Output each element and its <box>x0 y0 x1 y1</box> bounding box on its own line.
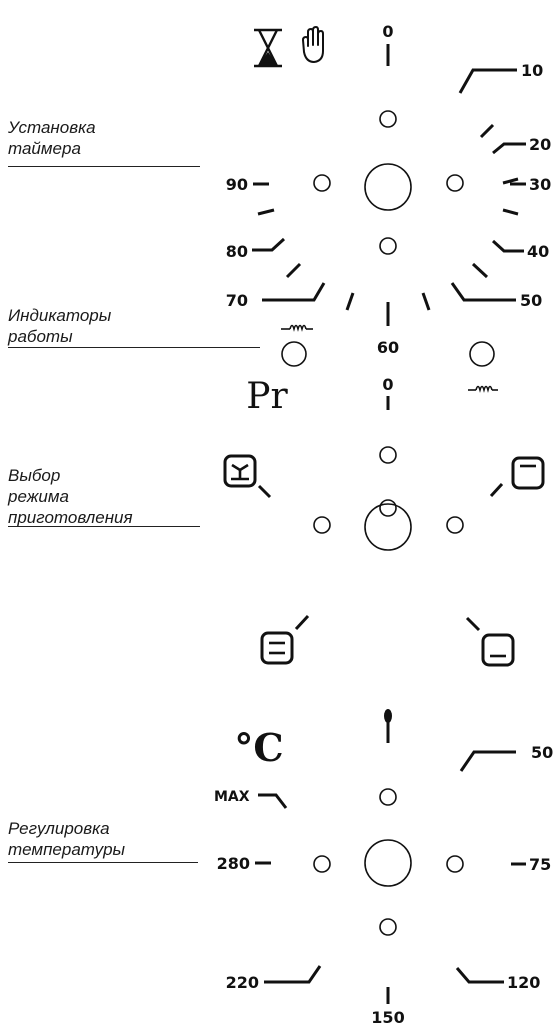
mode-tick-top-bottom-heat <box>294 614 310 631</box>
top-heat-icon <box>511 456 545 490</box>
timer-tick-minor-4 <box>471 262 489 279</box>
timer-tick-20 <box>492 142 526 155</box>
temperature-knob[interactable] <box>364 839 412 887</box>
timer-position-dot-left <box>313 174 331 192</box>
timer-tick-minor-6 <box>345 292 355 311</box>
timer-position-dot-top <box>379 110 397 128</box>
label-indicators-line2: работы <box>8 327 73 346</box>
mode-knob[interactable] <box>364 503 412 551</box>
mode-tick-fan <box>257 484 272 499</box>
timer-label-50: 50 <box>520 291 542 310</box>
temp-position-dot-left <box>313 855 331 873</box>
label-mode-line3: приготовления <box>8 508 133 527</box>
timer-tick-minor-3 <box>502 208 519 216</box>
timer-tick-70 <box>262 282 326 302</box>
timer-tick-10 <box>458 68 517 94</box>
temp-label-max: MAX <box>214 789 250 805</box>
temp-label-120: 120 <box>507 973 540 992</box>
timer-label-40: 40 <box>527 242 549 261</box>
top-bottom-heat-icon <box>260 631 294 665</box>
label-indicators-line1: Индикаторы <box>8 306 112 325</box>
hand-icon <box>302 26 324 63</box>
mode-position-dot-right <box>446 516 464 534</box>
hourglass-icon <box>254 28 282 68</box>
temp-label-150: 150 <box>371 1008 404 1027</box>
timer-tick-minor-5 <box>421 292 431 311</box>
mode-tick-bottom-heat <box>465 616 481 632</box>
temp-label-280: 280 <box>217 854 250 873</box>
label-indicators-underline <box>8 347 260 348</box>
temp-tick-50 <box>459 750 516 772</box>
label-timer-setting: Установка таймера <box>8 117 96 159</box>
timer-tick-minor-2 <box>502 177 519 185</box>
heating-element-icon <box>281 324 313 332</box>
indicator-light-left <box>281 341 307 367</box>
timer-position-dot-bottom <box>379 237 397 255</box>
label-temperature-line1: Регулировка <box>8 819 110 838</box>
mode-position-dot-top <box>379 446 397 464</box>
timer-knob[interactable] <box>364 163 412 211</box>
label-timer-underline <box>8 166 200 167</box>
timer-dial <box>252 44 526 326</box>
label-temperature-line2: температуры <box>8 840 126 859</box>
timer-label-60: 60 <box>377 338 399 357</box>
temp-label-220: 220 <box>226 973 259 992</box>
label-mode-underline <box>8 526 200 527</box>
temp-tick-120 <box>455 967 504 984</box>
temp-position-dot-right <box>446 855 464 873</box>
timer-label-20: 20 <box>529 135 551 154</box>
label-indicators: Индикаторы работы <box>8 305 111 347</box>
timer-label-70: 70 <box>226 291 248 310</box>
indicator-light-right <box>469 341 495 367</box>
timer-tick-50 <box>450 282 516 302</box>
timer-tick-minor-7 <box>285 262 302 279</box>
fan-oven-icon <box>223 454 257 488</box>
temp-position-dot-top <box>379 788 397 806</box>
temp-tick-max <box>258 793 288 809</box>
label-temperature: Регулировка температуры <box>8 818 125 860</box>
mode-position-dot-bottom <box>379 499 397 517</box>
label-temperature-underline <box>8 862 198 863</box>
temp-label-50: 50 <box>531 743 553 762</box>
label-mode-line1: Выбор <box>8 466 61 485</box>
label-timer-line2: таймера <box>8 139 81 158</box>
program-symbol: Pr <box>246 376 288 417</box>
mode-tick-top-heat <box>489 482 504 498</box>
bottom-heat-icon <box>481 633 515 667</box>
timer-label-80: 80 <box>226 242 248 261</box>
temp-position-dot-bottom <box>379 918 397 936</box>
label-mode-line2: режима <box>8 487 69 506</box>
timer-label-90: 90 <box>226 175 248 194</box>
timer-position-dot-right <box>446 174 464 192</box>
mode-position-dot-left <box>313 516 331 534</box>
temp-label-75: 75 <box>529 855 551 874</box>
timer-tick-40 <box>491 239 524 253</box>
label-mode-selection: Выбор режима приготовления <box>8 465 133 528</box>
heating-element-icon <box>468 385 498 393</box>
timer-tick-minor-8 <box>257 208 275 216</box>
mode-label-0: 0 <box>382 375 393 394</box>
label-timer-line1: Установка <box>8 118 96 137</box>
timer-label-30: 30 <box>529 175 551 194</box>
temp-tick-220 <box>264 965 322 984</box>
timer-tick-80 <box>252 237 286 252</box>
temperature-off-marker <box>384 709 392 723</box>
timer-tick-minor-1 <box>479 123 495 139</box>
celsius-symbol: °C <box>234 725 283 770</box>
timer-label-0: 0 <box>382 22 393 41</box>
timer-label-10: 10 <box>521 61 543 80</box>
mode-dial <box>257 396 504 632</box>
temperature-dial <box>255 722 526 1004</box>
